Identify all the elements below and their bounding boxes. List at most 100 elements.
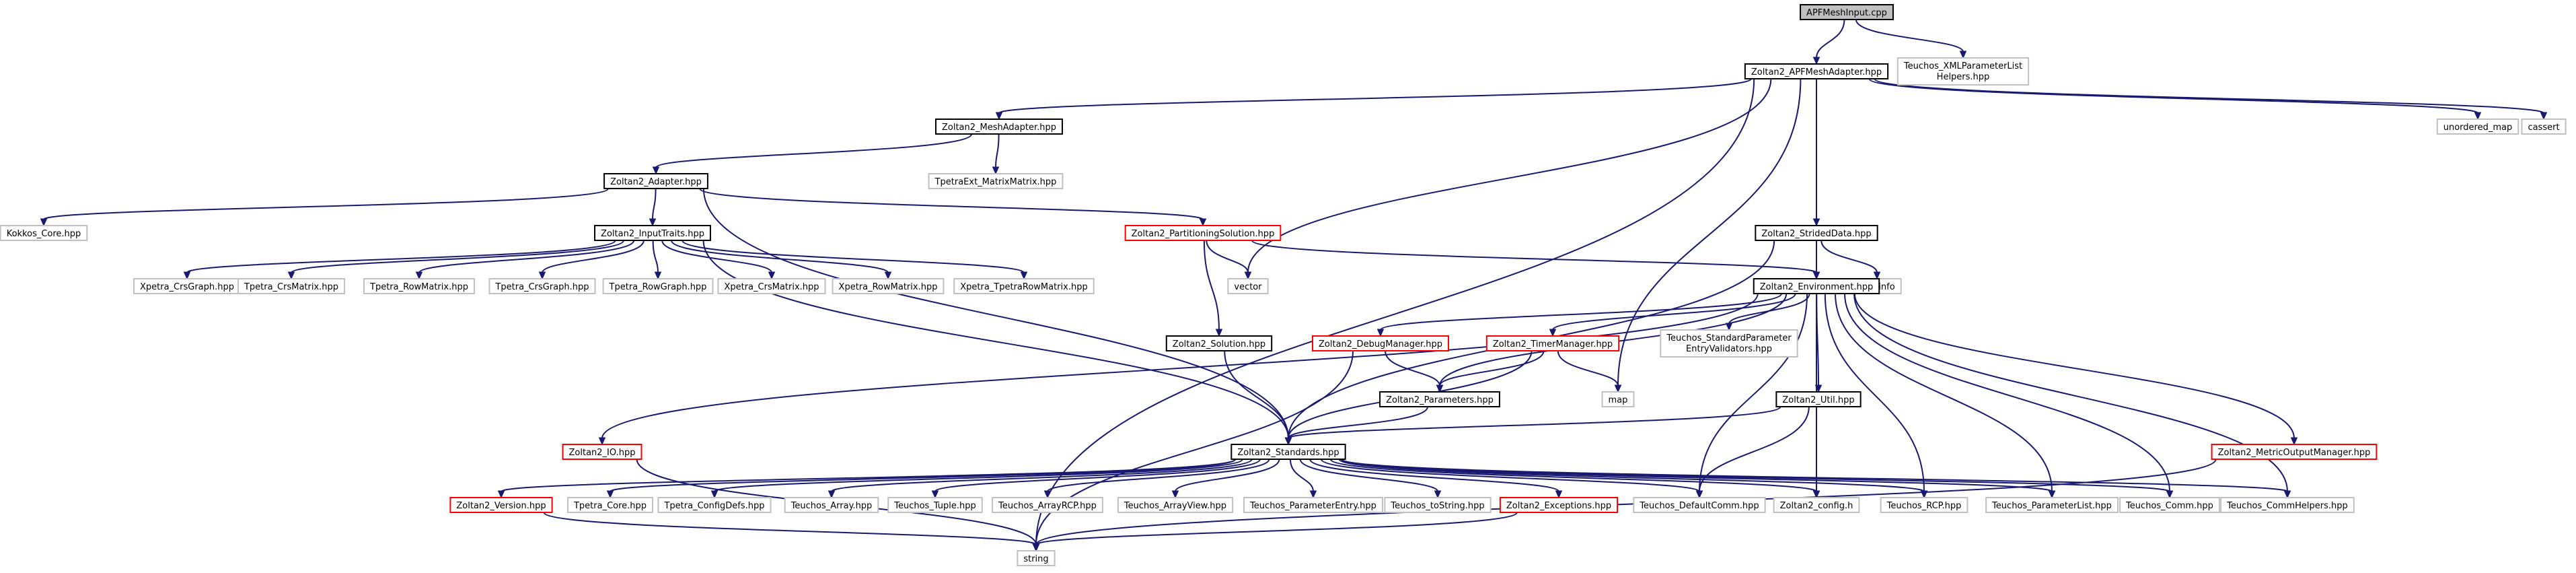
node-partsol[interactable]: Zoltan2_PartitioningSolution.hpp: [1124, 225, 1282, 241]
edge-adapter-to-partsol: [699, 188, 1204, 220]
arrowhead: [2166, 490, 2174, 499]
node-label: unordered_map: [2443, 123, 2513, 133]
node-debugmgr[interactable]: Zoltan2_DebugManager.hpp: [1312, 335, 1449, 351]
node-adapter[interactable]: Zoltan2_Adapter.hpp: [603, 173, 708, 189]
node-label: Zoltan2_Environment.hpp: [1760, 282, 1873, 292]
edge-standards-to-teuchos_paramentry: [1289, 459, 1314, 492]
arrowhead: [287, 271, 295, 280]
node-label: Zoltan2_StridedData.hpp: [1761, 229, 1871, 239]
node-root[interactable]: APFMeshInput.cpp: [1800, 4, 1894, 20]
edges-layer: [40, 19, 2548, 552]
node-teuchos-commhelpers: Teuchos_CommHelpers.hpp: [2220, 497, 2355, 513]
arrowhead: [931, 490, 939, 499]
edge-solution-to-standards: [1224, 350, 1289, 439]
node-inputtraits[interactable]: Zoltan2_InputTraits.hpp: [594, 225, 711, 241]
node-label: cassert: [2528, 123, 2559, 133]
node-label: Xpetra_CrsMatrix.hpp: [724, 282, 819, 292]
node-standards[interactable]: Zoltan2_Standards.hpp: [1230, 444, 1346, 460]
edge-root-to-apfadapter: [1816, 19, 1845, 59]
edge-inputtraits-to-xpetra_crsmatrix: [661, 240, 772, 273]
arrowhead: [995, 112, 1003, 121]
edge-partsol-to-solution: [1203, 240, 1220, 331]
edge-environment-to-teuchos_comm: [1844, 293, 2170, 492]
node-label: APFMeshInput.cpp: [1806, 8, 1887, 18]
arrowhead: [2048, 490, 2056, 499]
node-box: [1773, 497, 1860, 513]
node-box: [237, 278, 346, 294]
node-label: Tpetra_RowMatrix.hpp: [369, 282, 468, 292]
node-stdparamvalid: Teuchos_StandardParameterEntryValidators…: [1660, 329, 1798, 358]
node-label: Tpetra_CrsMatrix.hpp: [244, 282, 338, 292]
edge-inputtraits-to-tpetra_crsgraph: [542, 240, 645, 273]
node-box: [1985, 497, 2119, 513]
node-box: [594, 225, 711, 241]
node-label: Teuchos_StandardParameter: [1666, 333, 1792, 343]
node-xpetra-rowmatrix: Xpetra_RowMatrix.hpp: [832, 278, 945, 294]
node-label: Zoltan2_Parameters.hpp: [1386, 395, 1494, 405]
node-tpetraext: TpetraExt_MatrixMatrix.hpp: [928, 173, 1064, 189]
node-label: EntryValidators.hpp: [1686, 344, 1772, 354]
edge-standards-to-teuchos_commhelpers: [1340, 459, 2288, 492]
edge-adapter-to-kokkos: [43, 188, 610, 220]
node-tpetra-rowgraph: Tpetra_RowGraph.hpp: [602, 278, 714, 294]
arrowhead: [1434, 490, 1442, 499]
node-box: [562, 444, 642, 460]
node-label: Zoltan2_Util.hpp: [1782, 395, 1854, 405]
node-timermgr[interactable]: Zoltan2_TimerManager.hpp: [1485, 335, 1620, 351]
node-metricmgr[interactable]: Zoltan2_MetricOutputManager.hpp: [2211, 444, 2378, 460]
edge-meshadapter-to-adapter: [655, 133, 973, 168]
node-exceptions[interactable]: Zoltan2_Exceptions.hpp: [1499, 497, 1619, 513]
node-teuchos-paramentry: Teuchos_ParameterEntry.hpp: [1243, 497, 1383, 513]
node-string: string: [1017, 550, 1056, 566]
edge-standards-to-exceptions: [1309, 459, 1559, 492]
node-box: [2211, 444, 2378, 460]
node-box: [1243, 497, 1383, 513]
edge-metricmgr-to-string: [1035, 459, 2217, 545]
node-environment[interactable]: Zoltan2_Environment.hpp: [1753, 278, 1880, 294]
node-box: [1601, 391, 1635, 407]
arrowhead: [497, 490, 505, 499]
node-box: [602, 278, 714, 294]
arrowhead: [40, 218, 48, 227]
edge-exceptions-to-string: [1035, 512, 1518, 545]
node-parameters[interactable]: Zoltan2_Parameters.hpp: [1379, 391, 1500, 407]
arrowhead: [827, 490, 836, 499]
edge-standards-to-teuchos_arrayrcp: [1047, 459, 1270, 492]
node-label: TpetraExt_MatrixMatrix.hpp: [934, 177, 1057, 187]
node-box: [832, 278, 945, 294]
edge-standards-to-teuchos_tostring: [1299, 459, 1438, 492]
node-apfadapter[interactable]: Zoltan2_APFMeshAdapter.hpp: [1744, 63, 1889, 79]
node-box: [1384, 497, 1492, 513]
edge-environment-to-teuchos_defaultcomm: [1699, 293, 1808, 492]
node-label: Zoltan2_IO.hpp: [569, 448, 636, 458]
arrowhead: [654, 271, 662, 280]
node-box: [1753, 278, 1880, 294]
edge-environment-to-io: [601, 293, 1759, 439]
node-label: Teuchos_RCP.hpp: [1886, 501, 1962, 511]
node-label: Teuchos_DefaultComm.hpp: [1639, 501, 1759, 511]
node-tpetra-crsmatrix: Tpetra_CrsMatrix.hpp: [237, 278, 346, 294]
node-label: Zoltan2_InputTraits.hpp: [601, 229, 704, 239]
node-util[interactable]: Zoltan2_Util.hpp: [1775, 391, 1862, 407]
node-box: [2119, 497, 2220, 513]
edge-standards-to-teuchos_tuple: [934, 459, 1261, 492]
node-label: Teuchos_CommHelpers.hpp: [2226, 501, 2348, 511]
node-box: [1633, 497, 1766, 513]
edge-standards-to-tpetra_configdefs: [714, 459, 1243, 492]
node-solution[interactable]: Zoltan2_Solution.hpp: [1165, 335, 1273, 351]
node-meshadapter[interactable]: Zoltan2_MeshAdapter.hpp: [934, 119, 1064, 135]
edge-inputtraits-to-tpetra_rowgraph: [652, 240, 659, 273]
node-box: [1124, 225, 1282, 241]
node-label: Teuchos_XMLParameterList: [1903, 61, 2022, 71]
node-label: Teuchos_toString.hpp: [1390, 501, 1484, 511]
node-label: Tpetra_CrsGraph.hpp: [494, 282, 589, 292]
node-box: [1744, 63, 1889, 79]
arrowhead: [1436, 384, 1444, 393]
node-strided[interactable]: Zoltan2_StridedData.hpp: [1755, 225, 1878, 241]
edge-apfadapter-to-string: [1035, 78, 1755, 545]
edge-apfadapter-to-cassert: [1874, 78, 2544, 114]
node-label: Tpetra_ConfigDefs.hpp: [663, 501, 764, 511]
node-teuchos-array: Teuchos_Array.hpp: [784, 497, 879, 513]
node-version[interactable]: Zoltan2_Version.hpp: [449, 497, 553, 513]
node-io[interactable]: Zoltan2_IO.hpp: [562, 444, 642, 460]
